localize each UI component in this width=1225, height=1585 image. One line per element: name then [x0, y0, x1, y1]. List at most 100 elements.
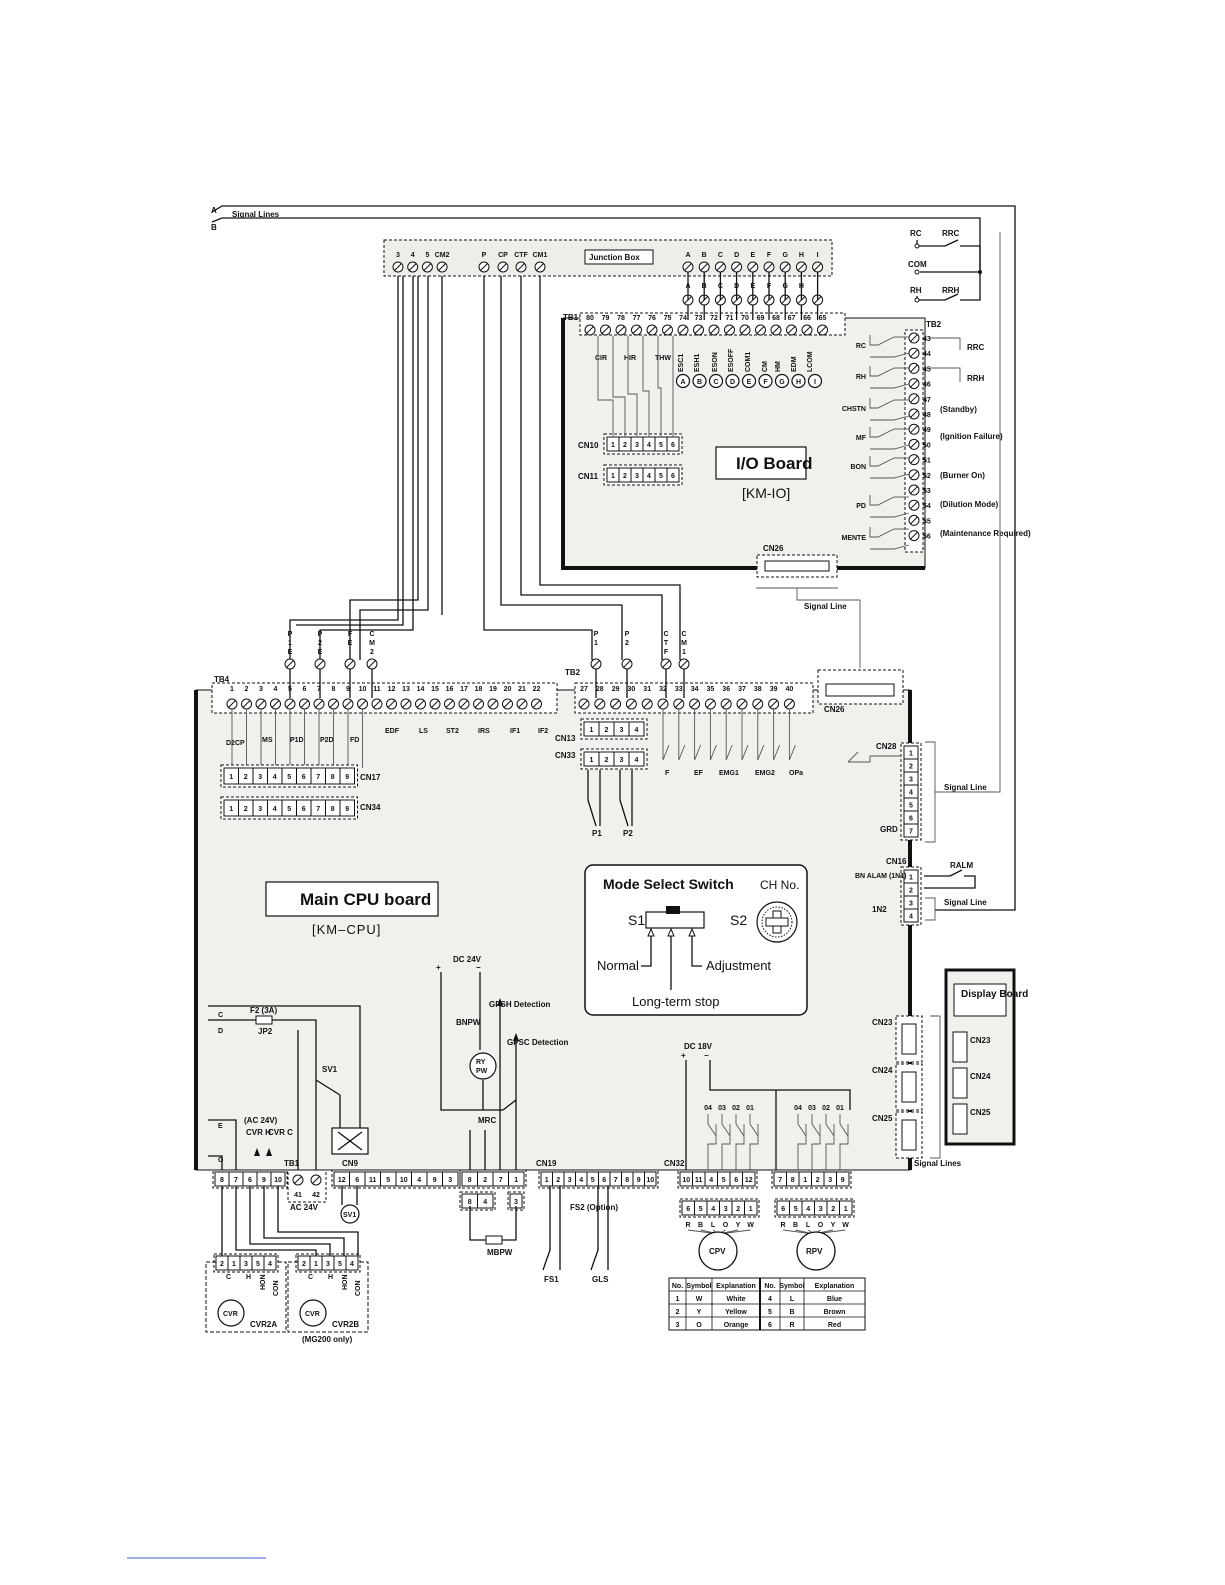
io-tb2-terminal — [908, 530, 920, 542]
main-tb2-wire-terminal — [660, 658, 672, 670]
cn33-pin-label: 3 — [620, 757, 624, 764]
cvr2a-pin: 2 — [215, 1255, 229, 1271]
io-rrh-label: RRH — [967, 374, 985, 383]
mode-select-switch: Mode Select Switch CH No. S1 S2 Normal A… — [584, 864, 808, 1016]
cvr2a-con-label: CON — [273, 1280, 280, 1296]
cn17-pin: 2 — [238, 767, 254, 785]
tb4-terminal — [487, 698, 499, 710]
rpv-pin: 6 — [776, 1200, 790, 1216]
junction-left-label: 5 — [425, 252, 429, 259]
cn9-pin: 12 — [333, 1171, 350, 1187]
io-tb1-terminal — [755, 324, 766, 336]
tb4-wire-label: P — [288, 631, 293, 638]
cn9-label: CN9 — [342, 1159, 359, 1168]
bottom-left-pin: 7 — [228, 1171, 244, 1187]
cn17-pin: 6 — [296, 767, 312, 785]
jp2-label: JP2 — [258, 1027, 273, 1036]
cn19-pin: 10 — [644, 1171, 657, 1187]
remote-switches: RC RRC COM RH RRH — [908, 229, 982, 303]
tb4-num: 12 — [388, 686, 396, 693]
junction-letter-label: B — [702, 252, 707, 259]
io-esc1-label: ESC1 — [678, 354, 685, 372]
junction-letter-terminal — [795, 261, 807, 273]
cn16-pin-label: 2 — [909, 888, 913, 895]
io-tb1-terminal — [817, 324, 828, 336]
main-tb2-wire-label: P — [625, 631, 630, 638]
display-cn23-label: CN23 — [970, 1036, 991, 1045]
cpv-pin: 4 — [706, 1200, 720, 1216]
io-cn10-pin-label: 3 — [635, 442, 639, 449]
io-tb1-label: TB1 — [563, 313, 579, 322]
cpv-pin-label: 3 — [724, 1206, 728, 1213]
junction-letter-label: I — [817, 252, 819, 259]
left-wire-e-label: E — [218, 1123, 223, 1130]
junction-wires — [289, 272, 819, 660]
main-tb2-wire-label: P — [594, 631, 599, 638]
cn19-pin-label: 4 — [579, 1177, 583, 1184]
cn34-pin-label: 5 — [287, 806, 291, 813]
io-standby-label: (Standby) — [940, 405, 977, 414]
color-table-cell: 2 — [676, 1309, 680, 1316]
io-tb2-num: 53 — [923, 488, 931, 495]
main-tb2-terminal — [594, 698, 606, 710]
tb4-label: TB4 — [214, 675, 230, 684]
cn9-pin-label: 4 — [417, 1177, 421, 1184]
cn19-pin: 5 — [586, 1171, 599, 1187]
main-tb2-wire-label: 1 — [594, 640, 598, 647]
cn32b-pin: 9 — [836, 1171, 850, 1187]
mid-bottom-pin-label: 8 — [468, 1199, 472, 1206]
io-thw-label: THW — [655, 355, 671, 362]
rpv-label: RPV — [806, 1247, 823, 1256]
cn33-pin-label: 2 — [605, 757, 609, 764]
io-tb1-terminal — [646, 324, 658, 336]
io-cn10-label: CN10 — [578, 441, 599, 450]
svg-text:−: − — [476, 963, 481, 972]
io-tb2-terminal — [908, 378, 920, 390]
cn34-pin: 4 — [267, 799, 283, 817]
tb4-terminal — [342, 698, 354, 710]
cn13-pin-label: 1 — [590, 727, 594, 734]
tb4-edf-label: EDF — [385, 728, 400, 735]
io-letter-terminal: C — [708, 373, 724, 389]
io-tb2-num: 50 — [923, 442, 931, 449]
relay-num: 02 — [822, 1105, 830, 1112]
io-letter-terminal: F — [758, 373, 773, 389]
tb4-num: 22 — [533, 686, 541, 693]
cn34-pin: 7 — [310, 799, 326, 817]
tb4-terminal — [502, 698, 513, 710]
junction-letter-terminal — [763, 261, 775, 273]
main-tb2-wire-terminal — [590, 658, 602, 670]
cn9-pin: 9 — [426, 1171, 443, 1187]
cn17-pin-label: 6 — [302, 774, 306, 781]
cn16-pin-label: 3 — [909, 901, 913, 908]
cpv-pin-label: 2 — [736, 1206, 740, 1213]
cn33-pin: 2 — [598, 751, 615, 767]
cpv-letter: W — [747, 1222, 754, 1229]
cvr2a-pin: 4 — [263, 1255, 277, 1271]
main-tb2-terminal — [752, 698, 764, 710]
tb4-terminal — [270, 698, 281, 710]
junction-right-terminal — [497, 261, 509, 273]
tb4-num: 2 — [245, 686, 249, 693]
junction-letter-label: H — [799, 252, 804, 259]
cn32b-pin: 3 — [823, 1171, 837, 1187]
cn34-pin: 3 — [252, 799, 268, 817]
cvr2a-pin-label: 1 — [232, 1261, 236, 1268]
rpv-pin: 2 — [826, 1200, 840, 1216]
cpv-pin: 5 — [694, 1200, 708, 1216]
cvr2b-pin: 5 — [333, 1255, 347, 1271]
main-tb1-num: 42 — [312, 1192, 320, 1199]
junction-letter-terminal — [812, 261, 824, 273]
normal-label: Normal — [597, 958, 639, 973]
cn32b-pin-label: 3 — [828, 1177, 832, 1184]
cn34-pin: 8 — [325, 799, 341, 817]
main-tb2-terminal — [689, 698, 701, 710]
cvr2a-motor-label: CVR — [223, 1311, 238, 1318]
junction-letter-label: D — [734, 252, 739, 259]
junction-letter-label: G — [782, 252, 788, 259]
cn33-pin: 4 — [628, 751, 645, 767]
cn32a-pin: 12 — [742, 1171, 756, 1187]
main-tb2-terminal — [673, 698, 685, 710]
svg-text:−: − — [704, 1051, 709, 1060]
